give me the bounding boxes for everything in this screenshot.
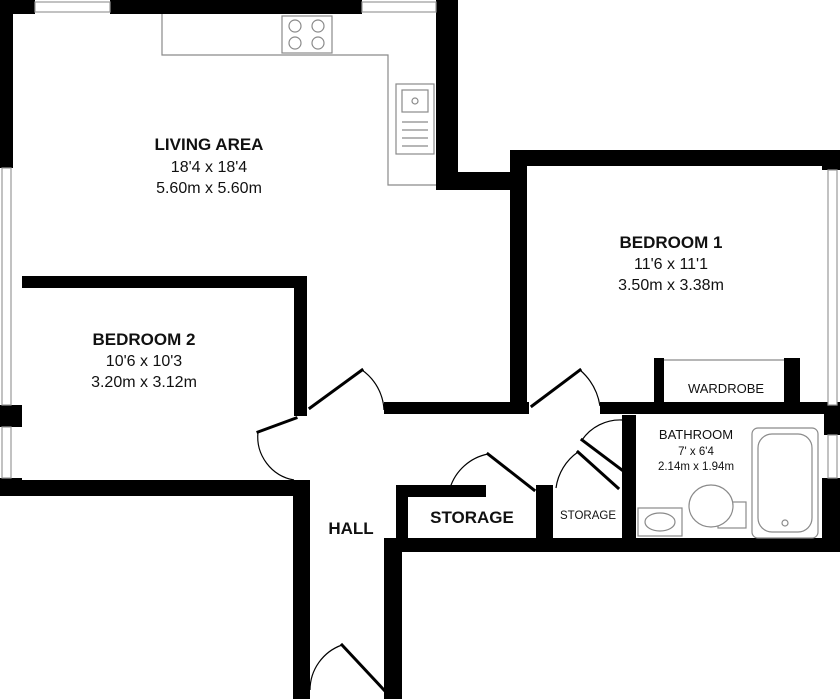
- bathroom-name: BATHROOM: [659, 427, 733, 442]
- sink-drain-icon: [411, 97, 419, 105]
- hob-ring-icon: [288, 19, 302, 33]
- windows: [1, 1, 838, 479]
- bedroom-1-name: BEDROOM 1: [620, 233, 723, 252]
- door-living-area: [307, 367, 365, 411]
- door-bathroom: [579, 437, 625, 473]
- wardrobe-label: WARDROBE: [688, 381, 764, 396]
- wall-hall-right: [384, 540, 402, 699]
- door-swing-arc: [257, 431, 295, 481]
- door-bedroom-1: [529, 367, 583, 409]
- wall-storage-top: [396, 485, 486, 497]
- wall-bedroom1-top: [510, 150, 840, 166]
- hall-label: HALL: [328, 519, 373, 538]
- living-area-imperial: 18'4 x 18'4: [171, 159, 247, 176]
- door-swing-arc: [449, 453, 489, 489]
- hob-ring-icon: [311, 36, 325, 50]
- door-swing-arc: [309, 644, 343, 691]
- wall-bedroom2-right: [294, 276, 307, 416]
- wall-bedroom2-bottom: [0, 480, 310, 496]
- wall-corridor-top-left: [384, 402, 529, 414]
- door-bedroom-2: [256, 416, 298, 434]
- wall-storage-divider: [536, 485, 553, 545]
- door-swing-arc: [555, 451, 579, 489]
- wall-right-lower: [822, 478, 840, 552]
- wall-bedroom1-left: [510, 150, 527, 408]
- window-top-right: [361, 1, 437, 13]
- wall-storage-left: [396, 485, 408, 545]
- window-left-lower: [1, 426, 12, 479]
- bathroom-metric: 2.14m x 1.94m: [658, 461, 734, 473]
- hob-ring-icon: [311, 19, 325, 33]
- toilet-bowl-icon: [688, 484, 734, 528]
- wall-wardrobe-left: [654, 358, 664, 408]
- bathroom-imperial: 7' x 6'4: [678, 446, 714, 458]
- wall-hall-left: [293, 480, 310, 699]
- storage-small-label: STORAGE: [560, 510, 616, 522]
- wall-wardrobe-right: [784, 358, 800, 408]
- bedroom-2-metric: 3.20m x 3.12m: [91, 374, 197, 391]
- wall-top-middle: [110, 0, 362, 14]
- room-labels: LIVING AREA 18'4 x 18'4 5.60m x 5.60m BE…: [91, 135, 764, 538]
- bedroom-2-imperial: 10'6 x 10'3: [106, 353, 182, 370]
- kitchen-counter: [161, 14, 436, 186]
- wall-bedroom1-corner: [822, 150, 840, 170]
- door-storage-large: [485, 451, 537, 493]
- window-right-bedroom1: [827, 169, 838, 406]
- wall-kitchen-right: [436, 0, 458, 190]
- wall-left-pier: [0, 405, 22, 427]
- window-left-upper: [1, 167, 12, 406]
- bathtub-drain-icon: [781, 519, 789, 527]
- kitchen: [161, 14, 436, 186]
- bedroom-1-metric: 3.50m x 3.38m: [618, 277, 724, 294]
- door-swing-arc: [361, 369, 385, 411]
- door-storage-small: [575, 449, 621, 491]
- wall-bathroom-left: [622, 415, 636, 552]
- doors: [256, 367, 625, 693]
- door-entrance: [339, 642, 387, 693]
- living-area-metric: 5.60m x 5.60m: [156, 180, 262, 197]
- window-right-bathroom: [827, 434, 838, 479]
- bedroom-2-name: BEDROOM 2: [93, 330, 196, 349]
- window-top-left: [34, 1, 111, 13]
- bedroom-1-imperial: 11'6 x 11'1: [634, 256, 708, 273]
- hob-icon: [281, 15, 333, 54]
- bathtub-basin-icon: [757, 433, 813, 533]
- door-swing-arc: [579, 369, 601, 407]
- storage-large-label: STORAGE: [430, 508, 514, 527]
- hob-ring-icon: [288, 36, 302, 50]
- wall-left-upper: [0, 0, 13, 168]
- bathroom-fixtures: [637, 427, 819, 539]
- wall-corridor-top-right: [600, 402, 840, 414]
- wall-services-bottom: [384, 538, 840, 552]
- wall-kitchen-step: [436, 172, 526, 190]
- washbasin-bowl-icon: [644, 512, 676, 532]
- living-area-name: LIVING AREA: [155, 135, 264, 154]
- door-swing-arc: [581, 419, 623, 441]
- wall-bedroom2-top: [22, 276, 307, 288]
